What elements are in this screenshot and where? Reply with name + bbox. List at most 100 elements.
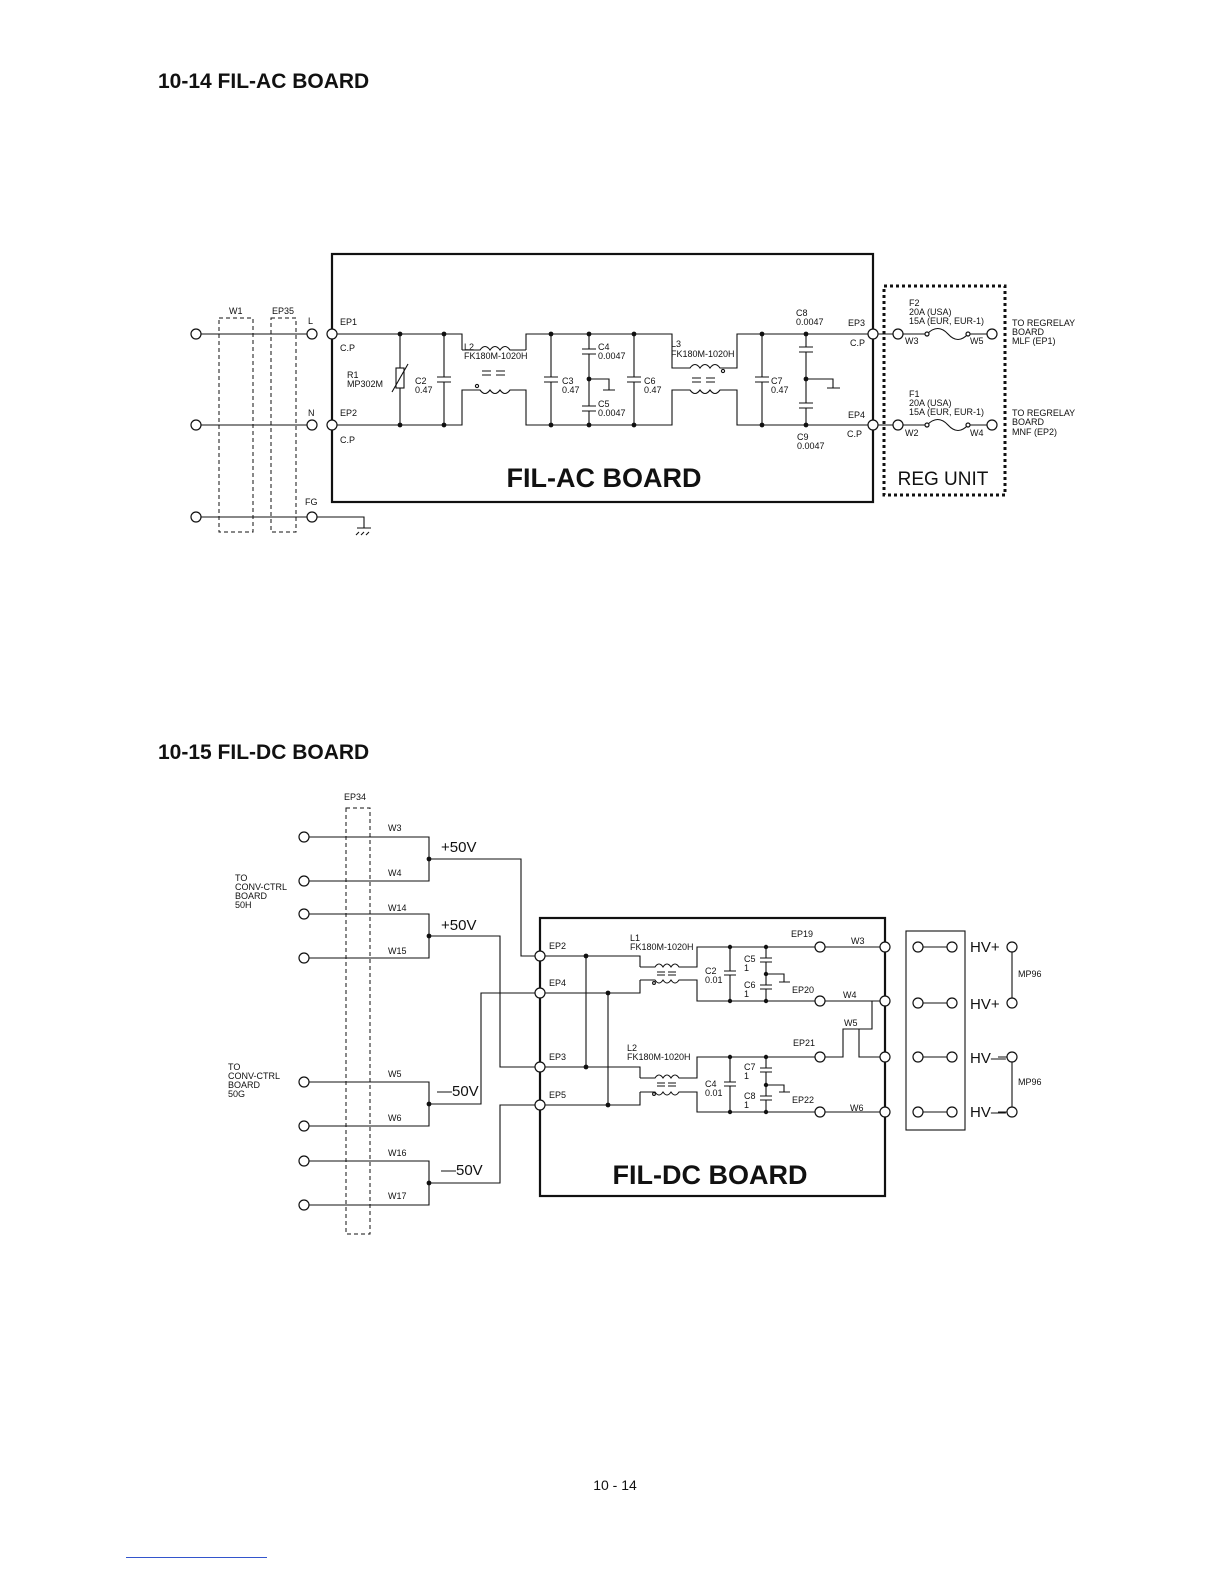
reg-w3-terminal: [892, 328, 904, 340]
label-to-regrelay-2-conn: MNF (EP2): [1012, 427, 1057, 437]
ac-input-terminal-fg: [190, 511, 202, 523]
dc-ep3-terminal: [534, 1061, 546, 1073]
dc-choke-l2: [640, 1056, 815, 1113]
out-w4-terminal: [879, 995, 891, 1007]
dc-choke-l1: [640, 946, 815, 1002]
label-ep2: EP2: [340, 408, 357, 418]
ac-input-terminal-l: [190, 328, 202, 340]
dc-input-w17-terminal: [298, 1199, 310, 1211]
wire-plus50v-b: [429, 935, 535, 1068]
label-dc-c2: C2: [705, 966, 717, 976]
label-dc-w15: W15: [388, 946, 407, 956]
dc-ep4-terminal: [534, 987, 546, 999]
label-pin-n: N: [308, 408, 315, 418]
label-reg-w2: W2: [905, 428, 919, 438]
label-ep19: EP19: [791, 929, 813, 939]
label-dc-c6: C6: [744, 980, 756, 990]
pin-fg-terminal: [306, 511, 318, 523]
label-dc-c6-value: 1: [744, 989, 749, 999]
label-ep4: EP4: [848, 410, 865, 420]
label-out-w3: W3: [851, 936, 865, 946]
dc-input-w6-terminal: [298, 1120, 310, 1132]
r1-varistor-slash: [391, 363, 409, 393]
fil-ac-schematic: W1 EP35 L N FG EP1 C.P EP2 C.P R1 MP302M…: [190, 252, 1075, 536]
dc-input-wires: [309, 836, 430, 1206]
label-to-regrelay-1-conn: MLF (EP1): [1012, 336, 1056, 346]
label-dc-c7: C7: [744, 1062, 756, 1072]
fil-dc-schematic: EP34 W3 W4 W14 W15 W5 W6 W16 W17 +50V +5…: [228, 792, 1042, 1235]
ac-section-heading: 10-14 FIL-AC BOARD: [158, 70, 370, 93]
label-dc-ep4: EP4: [549, 978, 566, 988]
label-dc-ep3: EP3: [549, 1052, 566, 1062]
label-c3: C3: [562, 376, 574, 386]
wire-minus50v-a: [429, 992, 535, 1105]
label-to-regrelay-2: TO REGRELAY: [1012, 408, 1075, 418]
fil-dc-board-title: FIL-DC BOARD: [613, 1160, 808, 1190]
label-to-conv-ctrl-2-board: BOARD: [228, 1080, 261, 1090]
fuse-f1: [878, 418, 987, 432]
label-hv-minus-1: HV—: [970, 1050, 1006, 1067]
label-l3-part: FK180M-1020H: [671, 349, 735, 359]
ep22-terminal: [814, 1106, 826, 1118]
label-dc-c8-value: 1: [744, 1100, 749, 1110]
label-c6: C6: [644, 376, 656, 386]
ac-input-terminal-n: [190, 419, 202, 431]
label-f2-eur: 15A (EUR, EUR-1): [909, 316, 984, 326]
dc-ep2-terminal: [534, 950, 546, 962]
reg-unit-title: REG UNIT: [898, 469, 989, 490]
ep2-terminal: [326, 419, 338, 431]
label-cp-ep3: C.P: [850, 338, 865, 348]
hv-block-wiring: [912, 941, 1018, 1118]
ep4-terminal: [867, 419, 879, 431]
ac-rail-right: [736, 333, 868, 426]
label-r1: R1: [347, 370, 359, 380]
label-c9: C9: [797, 432, 809, 442]
label-out-w4: W4: [843, 990, 857, 1000]
label-ep1: EP1: [340, 317, 357, 327]
label-mp96-2: MP96: [1018, 1077, 1042, 1087]
label-f2: F2: [909, 298, 920, 308]
label-f1-eur: 15A (EUR, EUR-1): [909, 407, 984, 417]
label-c3-value: 0.47: [562, 385, 580, 395]
label-to-conv-ctrl-1: TO: [235, 873, 247, 883]
ep21-terminal: [814, 1051, 826, 1063]
dc-internal-bus: [545, 955, 641, 1106]
label-dc-c4: C4: [705, 1079, 717, 1089]
label-to-conv-ctrl-2-name: CONV-CTRL: [228, 1071, 280, 1081]
label-c6-value: 0.47: [644, 385, 662, 395]
reg-w4-terminal: [986, 419, 998, 431]
label-to-conv-ctrl-1-conn: 50H: [235, 900, 252, 910]
label-dc-w5: W5: [388, 1069, 402, 1079]
label-cp-ep1: C.P: [340, 343, 355, 353]
ep20-terminal: [814, 995, 826, 1007]
label-minus50v-1: —50V: [437, 1083, 479, 1100]
label-minus50v-2: —50V: [441, 1162, 483, 1179]
label-r1-part: MP302M: [347, 379, 383, 389]
label-f2-usa: 20A (USA): [909, 307, 952, 317]
label-to-conv-ctrl-1-board: BOARD: [235, 891, 268, 901]
label-ep21: EP21: [793, 1038, 815, 1048]
footer-rule: [126, 1557, 267, 1558]
label-c8-value: 0.0047: [796, 317, 824, 327]
ep34-connector-outline: [345, 807, 371, 1235]
label-l1: L1: [630, 933, 640, 943]
label-plus50v-1: +50V: [441, 839, 476, 856]
ac-choke-l2: [461, 345, 527, 405]
label-hv-minus-2: HV—: [970, 1104, 1006, 1121]
label-ep20: EP20: [792, 985, 814, 995]
reg-unit-outline: [882, 284, 1007, 497]
label-dc-ep5: EP5: [549, 1090, 566, 1100]
dc-input-w4-terminal: [298, 875, 310, 887]
hv-terminal-block: [905, 930, 966, 1131]
label-c8: C8: [796, 308, 808, 318]
label-f1-usa: 20A (USA): [909, 398, 952, 408]
label-w1: W1: [229, 306, 243, 316]
label-reg-w3: W3: [905, 336, 919, 346]
label-ep35: EP35: [272, 306, 294, 316]
ac-shunt-capacitors: [437, 334, 840, 425]
ac-rail-middle: [525, 333, 673, 426]
label-dc-c5: C5: [744, 954, 756, 964]
out-w3-terminal: [879, 941, 891, 953]
label-c2: C2: [415, 376, 427, 386]
